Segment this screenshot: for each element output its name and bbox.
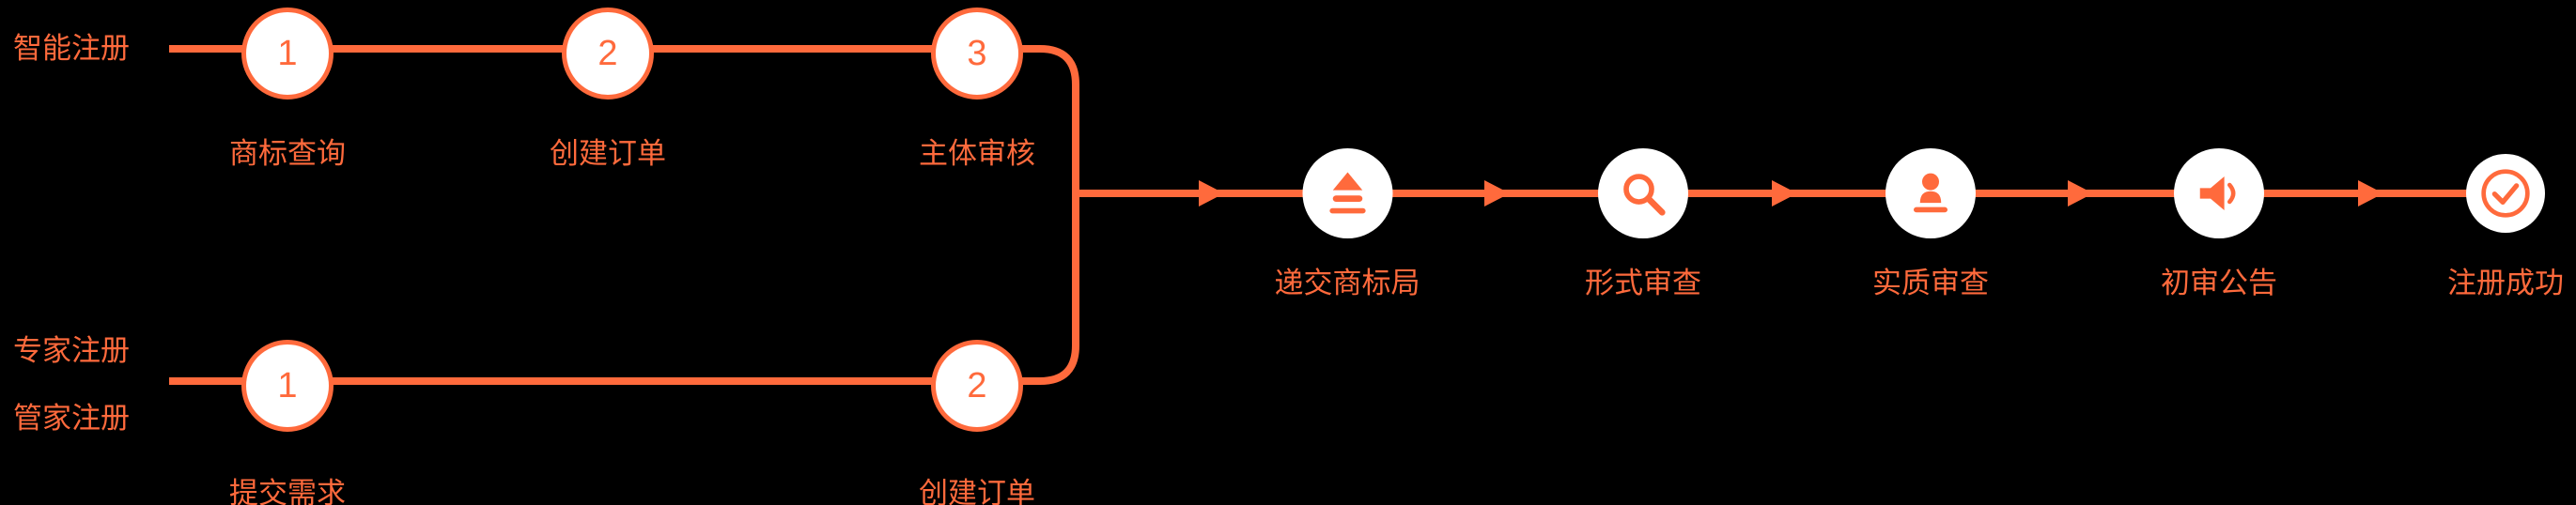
stamp-submit-icon	[1302, 148, 1392, 238]
step-subject-review: 3 主体审核	[919, 8, 1035, 171]
megaphone-icon	[2174, 148, 2264, 238]
tracks-merge-bracket-line	[169, 45, 1079, 385]
step-number-circle: 3	[931, 8, 1023, 99]
step-label: 实质审查	[1872, 267, 1989, 299]
step-registration-success: 注册成功	[2447, 154, 2564, 300]
flow-arrow-icon	[1772, 180, 1797, 207]
flow-arrow-icon	[1199, 180, 1224, 207]
step-number-circle: 2	[931, 340, 1023, 432]
step-submit-to-trademark-office: 递交商标局	[1275, 148, 1420, 300]
flow-arrow-icon	[1484, 180, 1510, 207]
step-label: 商标查询	[229, 137, 346, 170]
step-substantive-examination: 实质审查	[1872, 148, 1989, 300]
examiner-icon	[1885, 148, 1976, 238]
track-label-expert-registration: 专家注册	[13, 334, 130, 367]
step-submit-requirements: 1 提交需求	[229, 340, 346, 505]
step-number: 2	[967, 366, 987, 406]
step-label: 注册成功	[2447, 267, 2564, 299]
step-number: 2	[597, 34, 618, 73]
step-number: 1	[277, 366, 298, 406]
step-label: 创建订单	[550, 137, 666, 170]
step-number-circle: 2	[562, 8, 654, 99]
step-label: 初审公告	[2161, 267, 2277, 299]
step-label: 递交商标局	[1274, 267, 1420, 299]
magnifier-icon	[1598, 148, 1688, 238]
step-number: 3	[967, 34, 987, 73]
step-number-circle: 1	[241, 8, 334, 99]
track-label-smart-registration: 智能注册	[13, 32, 130, 65]
step-create-order-expert: 2 创建订单	[919, 340, 1035, 505]
track-label-butler-registration: 管家注册	[13, 402, 130, 435]
step-label: 提交需求	[229, 477, 346, 505]
step-formal-examination: 形式审查	[1585, 148, 1701, 300]
check-circle-icon	[2466, 154, 2545, 233]
step-number-circle: 1	[241, 340, 334, 432]
step-number: 1	[277, 34, 298, 73]
step-preliminary-publication: 初审公告	[2161, 148, 2277, 300]
step-label: 形式审查	[1585, 267, 1701, 299]
step-create-order-smart: 2 创建订单	[550, 8, 666, 171]
flow-arrow-icon	[2068, 180, 2093, 207]
step-label: 主体审核	[919, 137, 1035, 170]
flow-arrow-icon	[2358, 180, 2383, 207]
step-trademark-search: 1 商标查询	[229, 8, 346, 171]
step-label: 创建订单	[919, 477, 1035, 505]
